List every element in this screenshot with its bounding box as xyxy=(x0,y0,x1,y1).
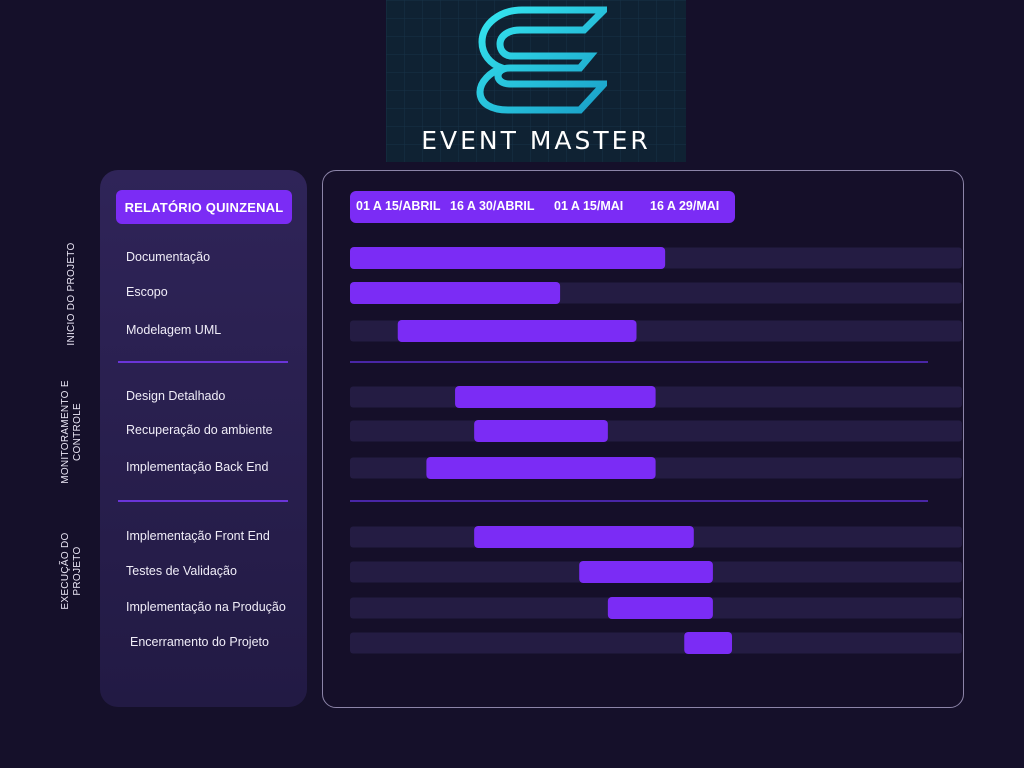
task-label: Implementação Back End xyxy=(126,460,269,474)
phase-divider xyxy=(118,361,288,363)
gantt-bar[interactable] xyxy=(684,632,732,654)
gantt-track xyxy=(350,420,962,442)
period-label: 16 A 29/MAI xyxy=(650,199,720,213)
task-list-panel xyxy=(100,170,307,707)
report-period-button[interactable]: RELATÓRIO QUINZENAL xyxy=(116,190,292,224)
task-label: Encerramento do Projeto xyxy=(130,635,269,649)
period-header-bar xyxy=(350,191,735,223)
task-label: Implementação na Produção xyxy=(126,600,286,614)
gantt-bar[interactable] xyxy=(397,320,637,342)
gantt-bar[interactable] xyxy=(474,526,694,548)
task-label: Documentação xyxy=(126,250,211,264)
event-master-logo: EVENT MASTER xyxy=(386,0,686,162)
gantt-bar[interactable] xyxy=(474,420,608,442)
phase-divider xyxy=(118,500,288,502)
brand-name: EVENT MASTER xyxy=(421,126,651,155)
task-label: Recuperação do ambiente xyxy=(126,423,273,437)
gantt-bar[interactable] xyxy=(579,561,713,583)
period-label: 01 A 15/ABRIL xyxy=(356,199,441,213)
period-label: 01 A 15/MAI xyxy=(554,199,624,213)
task-label: Modelagem UML xyxy=(126,323,222,337)
task-label: Escopo xyxy=(126,285,168,299)
period-label: 16 A 30/ABRIL xyxy=(450,199,535,213)
gantt-track xyxy=(350,386,962,408)
task-label: Testes de Validação xyxy=(126,564,237,578)
gantt-bar[interactable] xyxy=(426,457,656,479)
task-label: Implementação Front End xyxy=(126,529,270,543)
gantt-bar[interactable] xyxy=(455,386,656,408)
gantt-bar[interactable] xyxy=(607,597,713,619)
gantt-bar[interactable] xyxy=(350,282,561,304)
gantt-bar[interactable] xyxy=(350,247,666,269)
gantt-track xyxy=(350,632,962,654)
task-label: Design Detalhado xyxy=(126,389,226,403)
e-letter-logo-icon xyxy=(476,6,607,114)
